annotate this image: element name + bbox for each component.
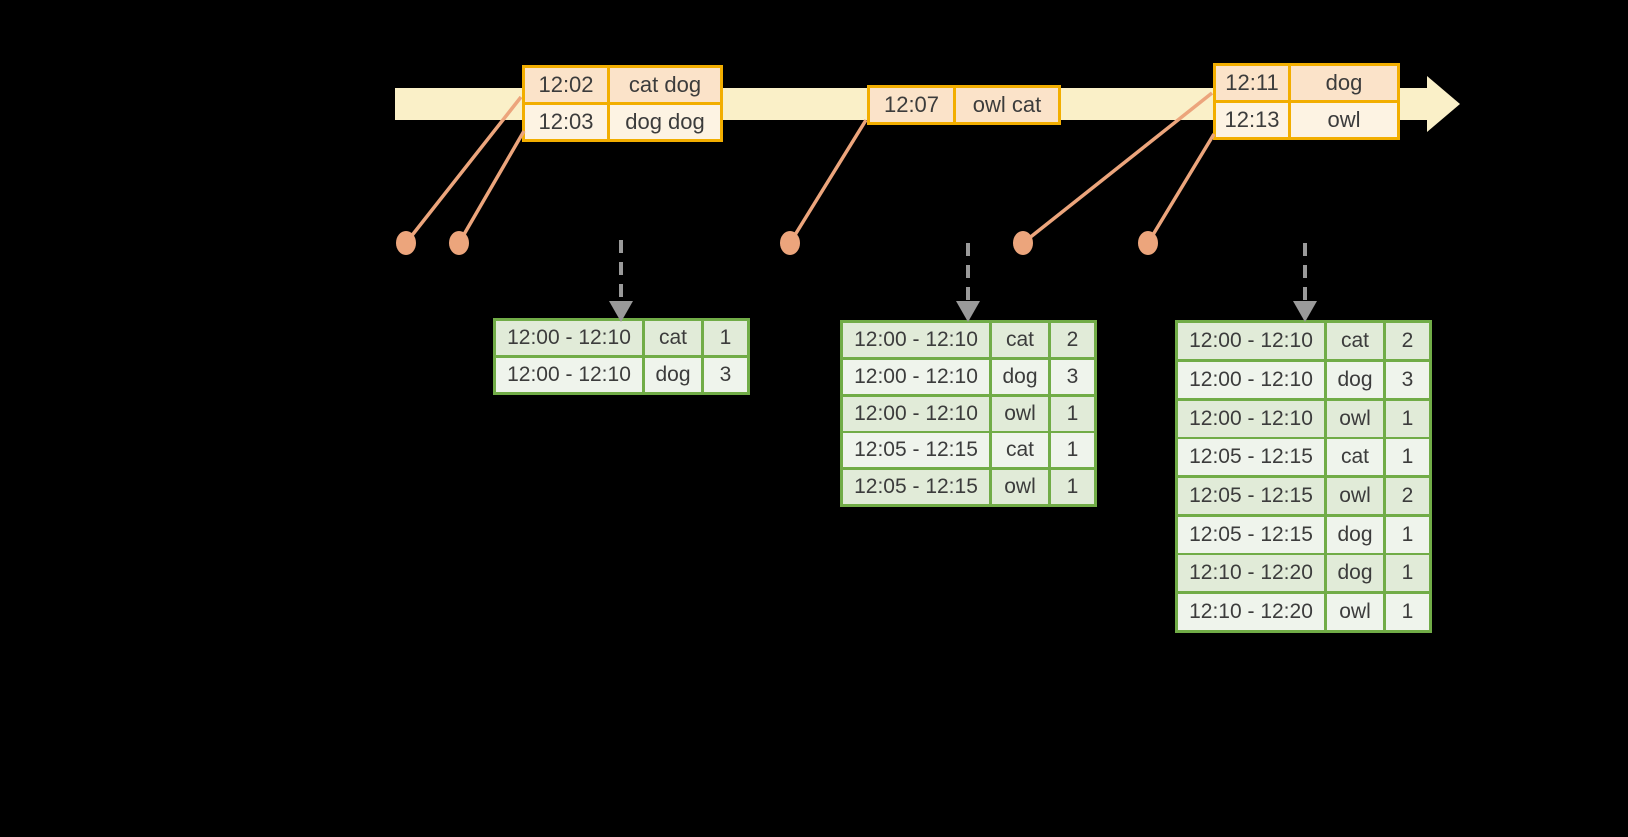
cell-window: 12:10 - 12:20 — [1178, 555, 1324, 591]
connector-line — [457, 130, 526, 244]
event-dot — [449, 231, 469, 255]
timeline-arrowhead-icon — [1427, 76, 1460, 132]
cell-word: cat — [992, 323, 1048, 357]
cell-count: 2 — [1386, 323, 1429, 359]
cell-window: 12:00 - 12:10 — [496, 358, 642, 392]
cell-count: 1 — [1051, 433, 1094, 467]
cell-count: 3 — [704, 358, 747, 392]
cell-window: 12:00 - 12:10 — [843, 323, 989, 357]
cell-word: owl — [992, 397, 1048, 431]
cell-count: 1 — [1386, 517, 1429, 553]
cell-word: owl — [1327, 401, 1383, 437]
cell-count: 2 — [1051, 323, 1094, 357]
cell-time: 12:07 — [870, 88, 953, 122]
cell-window: 12:05 - 12:15 — [843, 470, 989, 504]
cell-word: owl — [1327, 594, 1383, 630]
trigger-arrowhead-icon — [1293, 301, 1317, 322]
result-table-1: 12:00 - 12:10 cat 1 12:00 - 12:10 dog 3 — [493, 318, 750, 395]
event-table-2: 12:07 owl cat — [867, 85, 1061, 125]
result-table-2: 12:00 - 12:10 cat 2 12:00 - 12:10 dog 3 … — [840, 320, 1097, 507]
cell-count: 1 — [1051, 470, 1094, 504]
cell-window: 12:10 - 12:20 — [1178, 594, 1324, 630]
cell-time: 12:13 — [1216, 103, 1288, 137]
event-table-1: 12:02 cat dog 12:03 dog dog — [522, 65, 723, 142]
result-table-3: 12:00 - 12:10 cat 2 12:00 - 12:10 dog 3 … — [1175, 320, 1432, 633]
cell-count: 1 — [1386, 555, 1429, 591]
cell-window: 12:00 - 12:10 — [1178, 323, 1324, 359]
event-table-3: 12:11 dog 12:13 owl — [1213, 63, 1400, 140]
cell-window: 12:05 - 12:15 — [1178, 517, 1324, 553]
cell-count: 1 — [1386, 594, 1429, 630]
cell-word: dog — [645, 358, 701, 392]
cell-window: 12:00 - 12:10 — [496, 321, 642, 355]
window-group-separator — [1178, 553, 1429, 555]
connector-line — [788, 119, 868, 244]
event-dot — [1138, 231, 1158, 255]
cell-window: 12:00 - 12:10 — [843, 397, 989, 431]
cell-count: 2 — [1386, 478, 1429, 514]
cell-window: 12:00 - 12:10 — [843, 360, 989, 394]
event-dot — [780, 231, 800, 255]
trigger-arrowhead-icon — [956, 301, 980, 322]
cell-word: owl — [992, 470, 1048, 504]
cell-window: 12:00 - 12:10 — [1178, 362, 1324, 398]
cell-words: owl cat — [956, 88, 1058, 122]
cell-word: dog — [1327, 555, 1383, 591]
cell-count: 1 — [1386, 401, 1429, 437]
cell-words: cat dog — [610, 68, 720, 102]
window-group-separator — [843, 431, 1094, 433]
cell-word: owl — [1327, 478, 1383, 514]
cell-word: dog — [992, 360, 1048, 394]
cell-word: cat — [645, 321, 701, 355]
cell-window: 12:05 - 12:15 — [843, 433, 989, 467]
cell-count: 1 — [704, 321, 747, 355]
cell-word: cat — [1327, 323, 1383, 359]
cell-word: cat — [992, 433, 1048, 467]
cell-time: 12:03 — [525, 105, 607, 139]
cell-words: dog dog — [610, 105, 720, 139]
cell-count: 1 — [1386, 439, 1429, 475]
connector-line — [1146, 133, 1216, 244]
cell-words: owl — [1291, 103, 1397, 137]
connector-line — [404, 95, 523, 245]
cell-word: dog — [1327, 517, 1383, 553]
cell-window: 12:05 - 12:15 — [1178, 439, 1324, 475]
event-dot — [1013, 231, 1033, 255]
cell-words: dog — [1291, 66, 1397, 100]
cell-count: 3 — [1386, 362, 1429, 398]
window-group-separator — [1178, 437, 1429, 439]
event-dot — [396, 231, 416, 255]
cell-time: 12:02 — [525, 68, 607, 102]
cell-count: 3 — [1051, 360, 1094, 394]
cell-window: 12:05 - 12:15 — [1178, 478, 1324, 514]
cell-window: 12:00 - 12:10 — [1178, 401, 1324, 437]
cell-time: 12:11 — [1216, 66, 1288, 100]
cell-count: 1 — [1051, 397, 1094, 431]
cell-word: cat — [1327, 439, 1383, 475]
cell-word: dog — [1327, 362, 1383, 398]
